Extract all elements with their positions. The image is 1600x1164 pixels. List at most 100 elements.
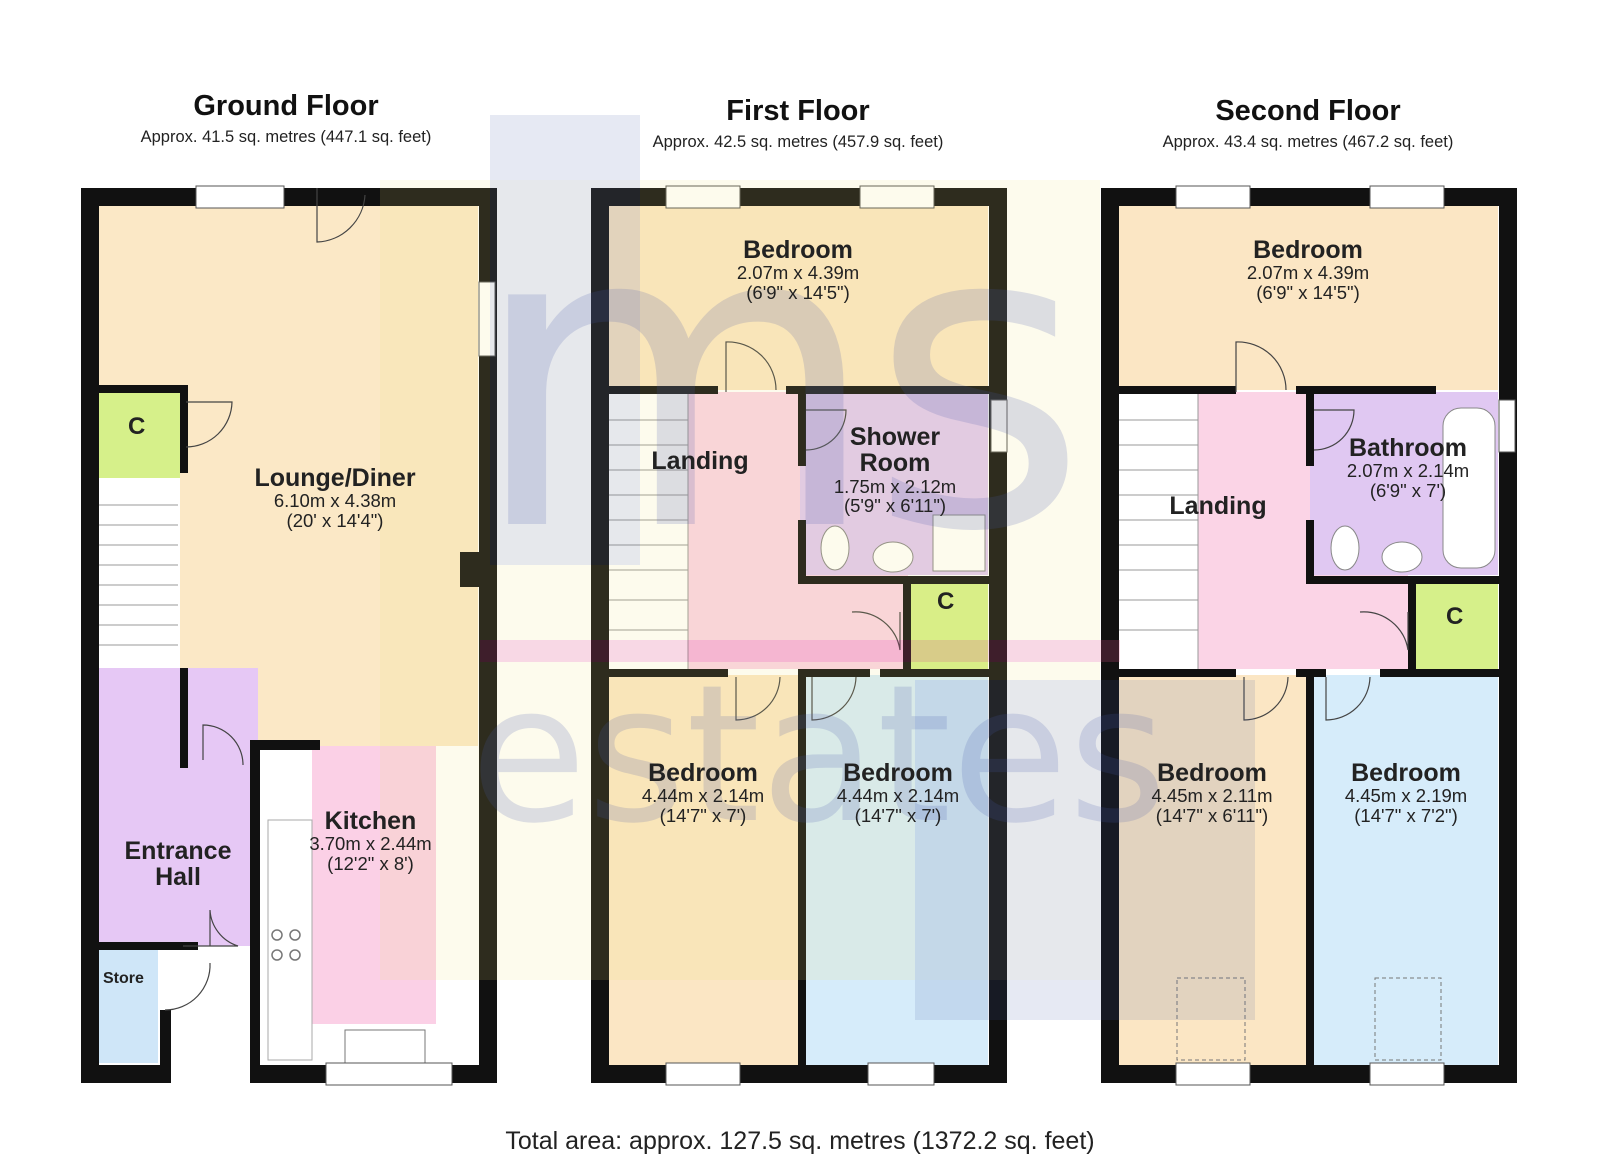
room-landing: Landing xyxy=(1148,492,1288,520)
room-name-line2: Room xyxy=(859,449,931,478)
room-name: Bedroom xyxy=(648,759,758,787)
cupboard-label: C xyxy=(937,588,955,615)
window xyxy=(665,1062,741,1086)
room-dimensions-metric: 2.07m x 2.14m xyxy=(1346,460,1470,482)
room-name: Bedroom xyxy=(843,759,953,787)
window xyxy=(867,1062,935,1086)
room-dimensions-metric: 4.45m x 2.11m xyxy=(1151,785,1273,807)
bedroom-fill xyxy=(806,675,988,1065)
room-name-line1: Shower xyxy=(849,423,941,451)
ground-floor-area: Approx. 41.5 sq. metres (447.1 sq. feet) xyxy=(140,128,432,146)
kitchen-pink xyxy=(312,746,436,1024)
window xyxy=(1175,185,1251,209)
window xyxy=(1369,1062,1445,1086)
total-area: Total area: approx. 127.5 sq. metres (13… xyxy=(505,1127,1095,1155)
room-name: Landing xyxy=(1169,492,1267,520)
room-dimensions-metric: 2.07m x 4.39m xyxy=(1246,262,1370,284)
stairs-fill xyxy=(98,478,180,668)
cupboard-label: C xyxy=(1446,603,1464,630)
room-dimensions-imperial: (14'7" x 7') xyxy=(854,804,942,826)
second-floor-plan xyxy=(1101,185,1517,1086)
ground-floor-title: Ground Floor xyxy=(193,90,379,122)
hob-icon xyxy=(271,929,301,961)
room-name: Bedroom xyxy=(1157,759,1267,787)
store-label: Store xyxy=(103,970,144,987)
bedroom-fill xyxy=(1118,675,1306,1065)
room-dimensions-imperial: (5'9" x 6'11") xyxy=(843,494,947,516)
first-floor-area: Approx. 42.5 sq. metres (457.9 sq. feet) xyxy=(652,133,944,151)
shower-tray-icon xyxy=(932,514,986,572)
window xyxy=(859,185,935,209)
skylight-icon xyxy=(1374,977,1442,1061)
room-entrance-hall: Entrance Hall xyxy=(108,838,248,891)
room-name: Bedroom xyxy=(1351,759,1461,787)
room-dimensions-imperial: (14'7" x 6'11") xyxy=(1155,804,1269,826)
room-dimensions-imperial: (6'9" x 14'5") xyxy=(746,281,850,303)
sink-icon xyxy=(344,1029,426,1065)
window xyxy=(325,1062,453,1086)
room-dimensions-metric: 4.44m x 2.14m xyxy=(836,785,960,807)
window xyxy=(1369,185,1445,209)
room-dimensions-imperial: (14'7" x 7'2") xyxy=(1354,804,1458,826)
room-name-line2: Hall xyxy=(155,863,201,892)
basin-icon xyxy=(872,541,914,573)
room-name: Kitchen xyxy=(324,807,417,835)
bedroom-fill xyxy=(1314,675,1498,1065)
window xyxy=(665,185,741,209)
store-fill xyxy=(98,950,158,1063)
room-dimensions-metric: 6.10m x 4.38m xyxy=(273,490,397,512)
entrance-fill xyxy=(98,668,258,946)
bedroom-fill xyxy=(608,675,798,1065)
room-lounge-diner: Lounge/Diner 6.10m x 4.38m (20' x 14'4") xyxy=(215,465,455,530)
room-dimensions-metric: 2.07m x 4.39m xyxy=(736,262,860,284)
first-floor-title: First Floor xyxy=(726,95,870,127)
cupboard-fill xyxy=(908,580,988,670)
room-bedroom: Bedroom 4.45m x 2.11m (14'7" x 6'11") xyxy=(1120,760,1304,825)
bath-icon xyxy=(1442,407,1496,569)
room-dimensions-metric: 4.44m x 2.14m xyxy=(641,785,765,807)
room-bedroom: Bedroom 2.07m x 4.39m (6'9" x 14'5") xyxy=(678,237,918,302)
room-dimensions-imperial: (12'2" x 8') xyxy=(327,852,414,874)
room-name: Landing xyxy=(651,447,749,475)
skylight-icon xyxy=(1176,977,1246,1061)
room-dimensions-imperial: (6'9" x 14'5") xyxy=(1256,281,1360,303)
room-dimensions-imperial: (14'7" x 7') xyxy=(659,804,747,826)
room-bedroom: Bedroom 2.07m x 4.39m (6'9" x 14'5") xyxy=(1188,237,1428,302)
room-dimensions-imperial: (20' x 14'4") xyxy=(286,509,384,531)
room-dimensions-metric: 4.45m x 2.19m xyxy=(1344,785,1468,807)
window xyxy=(1498,399,1516,453)
window xyxy=(195,185,285,209)
room-bedroom: Bedroom 4.45m x 2.19m (14'7" x 7'2") xyxy=(1316,760,1496,825)
room-shower-room: Shower Room 1.75m x 2.12m (5'9" x 6'11") xyxy=(805,423,985,516)
second-floor-area: Approx. 43.4 sq. metres (467.2 sq. feet) xyxy=(1162,133,1454,151)
cupboard-label: C xyxy=(128,413,146,440)
window xyxy=(990,399,1008,453)
window xyxy=(478,281,496,357)
ground-floor-plan xyxy=(81,185,497,1086)
room-bedroom: Bedroom 4.44m x 2.14m (14'7" x 7') xyxy=(613,760,793,825)
stairs-fill xyxy=(1118,392,1198,669)
toilet-icon xyxy=(1330,525,1360,571)
room-name: Bedroom xyxy=(1253,236,1363,264)
room-name: Bathroom xyxy=(1348,434,1468,462)
room-name-line1: Entrance xyxy=(124,837,232,865)
room-bedroom: Bedroom 4.44m x 2.14m (14'7" x 7') xyxy=(808,760,988,825)
room-dimensions-metric: 3.70m x 2.44m xyxy=(309,833,432,855)
watermark-logo xyxy=(380,115,1255,1020)
window xyxy=(1175,1062,1251,1086)
room-name: Bedroom xyxy=(743,236,853,264)
room-dimensions-imperial: (6'9" x 7') xyxy=(1369,479,1447,501)
room-dimensions-metric: 1.75m x 2.12m xyxy=(833,475,957,497)
room-kitchen: Kitchen 3.70m x 2.44m (12'2" x 8') xyxy=(288,808,453,873)
cupboard-fill xyxy=(1413,580,1498,670)
stairs-fill xyxy=(608,392,688,669)
bedroom-fill xyxy=(608,205,988,390)
first-floor-plan xyxy=(591,185,1008,1086)
basin-icon xyxy=(1381,541,1423,573)
room-landing: Landing xyxy=(630,447,770,475)
second-floor-title: Second Floor xyxy=(1215,95,1401,127)
bedroom-fill xyxy=(1118,205,1498,390)
room-bathroom: Bathroom 2.07m x 2.14m (6'9" x 7') xyxy=(1318,435,1498,500)
toilet-icon xyxy=(820,525,850,571)
